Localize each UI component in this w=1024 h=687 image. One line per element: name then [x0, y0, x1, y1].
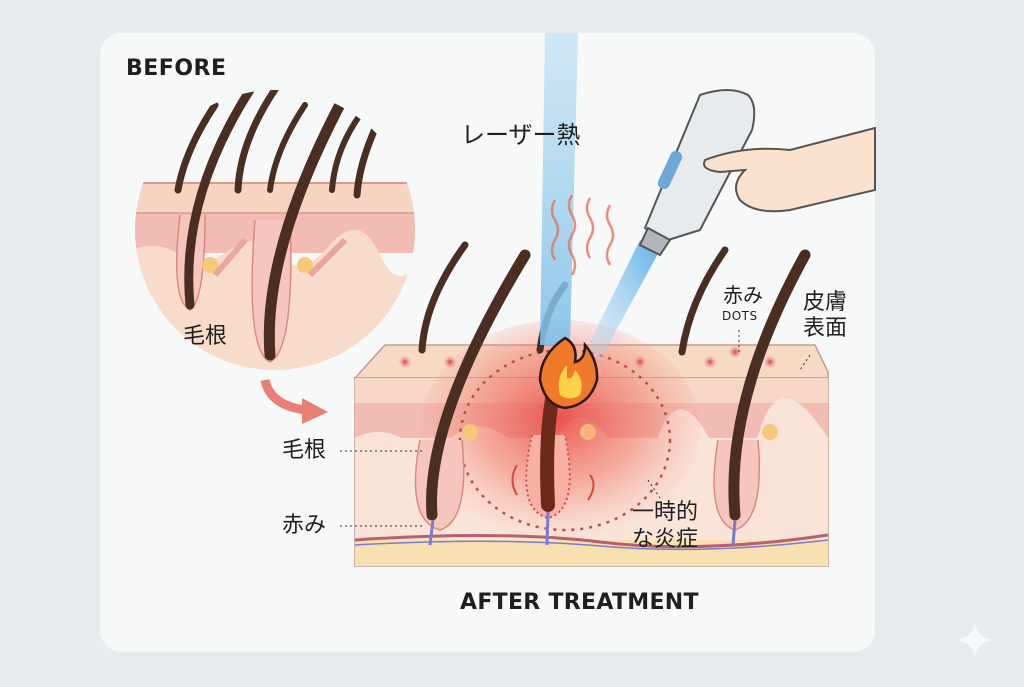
- curved-arrow-icon: [260, 378, 306, 415]
- inflammation-line1: 一時的: [632, 500, 699, 525]
- laser-beam: [540, 33, 578, 345]
- hair-root-after-label: 毛根: [282, 438, 327, 463]
- sparkle-icon: [957, 622, 993, 658]
- inflammation-line2: な炎症: [632, 527, 699, 552]
- redness-dots-title: 赤み: [723, 283, 763, 307]
- after-treatment-label: AFTER TREATMENT: [460, 590, 699, 615]
- laser-heat-label: レーザー熱: [461, 121, 581, 149]
- skin-surface-line1: 皮膚: [803, 290, 848, 315]
- flame-icon: [538, 336, 599, 410]
- hair-root-before-label: 毛根: [183, 324, 228, 349]
- redness-label: 赤み: [282, 513, 327, 538]
- redness-dots-sub: DOTS: [722, 309, 758, 323]
- skin-surface-line2: 表面: [803, 316, 848, 341]
- after-skin-block: [353, 241, 829, 567]
- laser-handpiece: [638, 89, 756, 257]
- before-label: BEFORE: [126, 56, 227, 81]
- hand: [703, 126, 876, 213]
